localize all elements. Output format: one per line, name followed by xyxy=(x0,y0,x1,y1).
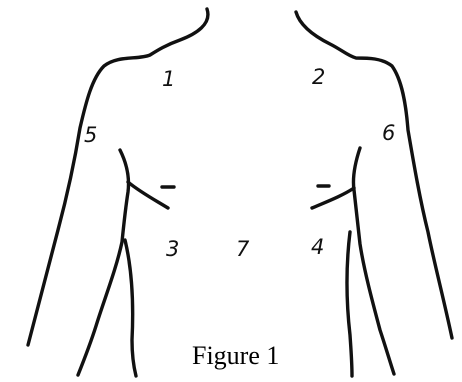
right-chest-mark xyxy=(312,188,354,208)
label-3: 3 xyxy=(166,237,179,261)
label-4: 4 xyxy=(311,235,324,259)
label-6: 6 xyxy=(382,121,395,145)
label-2: 2 xyxy=(312,65,325,89)
figure-caption: Figure 1 xyxy=(192,341,279,370)
right-armpit-line xyxy=(353,148,394,374)
label-7: 7 xyxy=(236,237,250,261)
label-5: 5 xyxy=(84,123,97,147)
left-neck-shoulder-line xyxy=(28,9,208,345)
right-neck-shoulder-line xyxy=(296,12,452,338)
left-armpit-line xyxy=(78,150,129,375)
left-inner-arm-line xyxy=(125,240,136,376)
right-inner-arm-line xyxy=(347,232,352,376)
label-1: 1 xyxy=(162,67,175,91)
